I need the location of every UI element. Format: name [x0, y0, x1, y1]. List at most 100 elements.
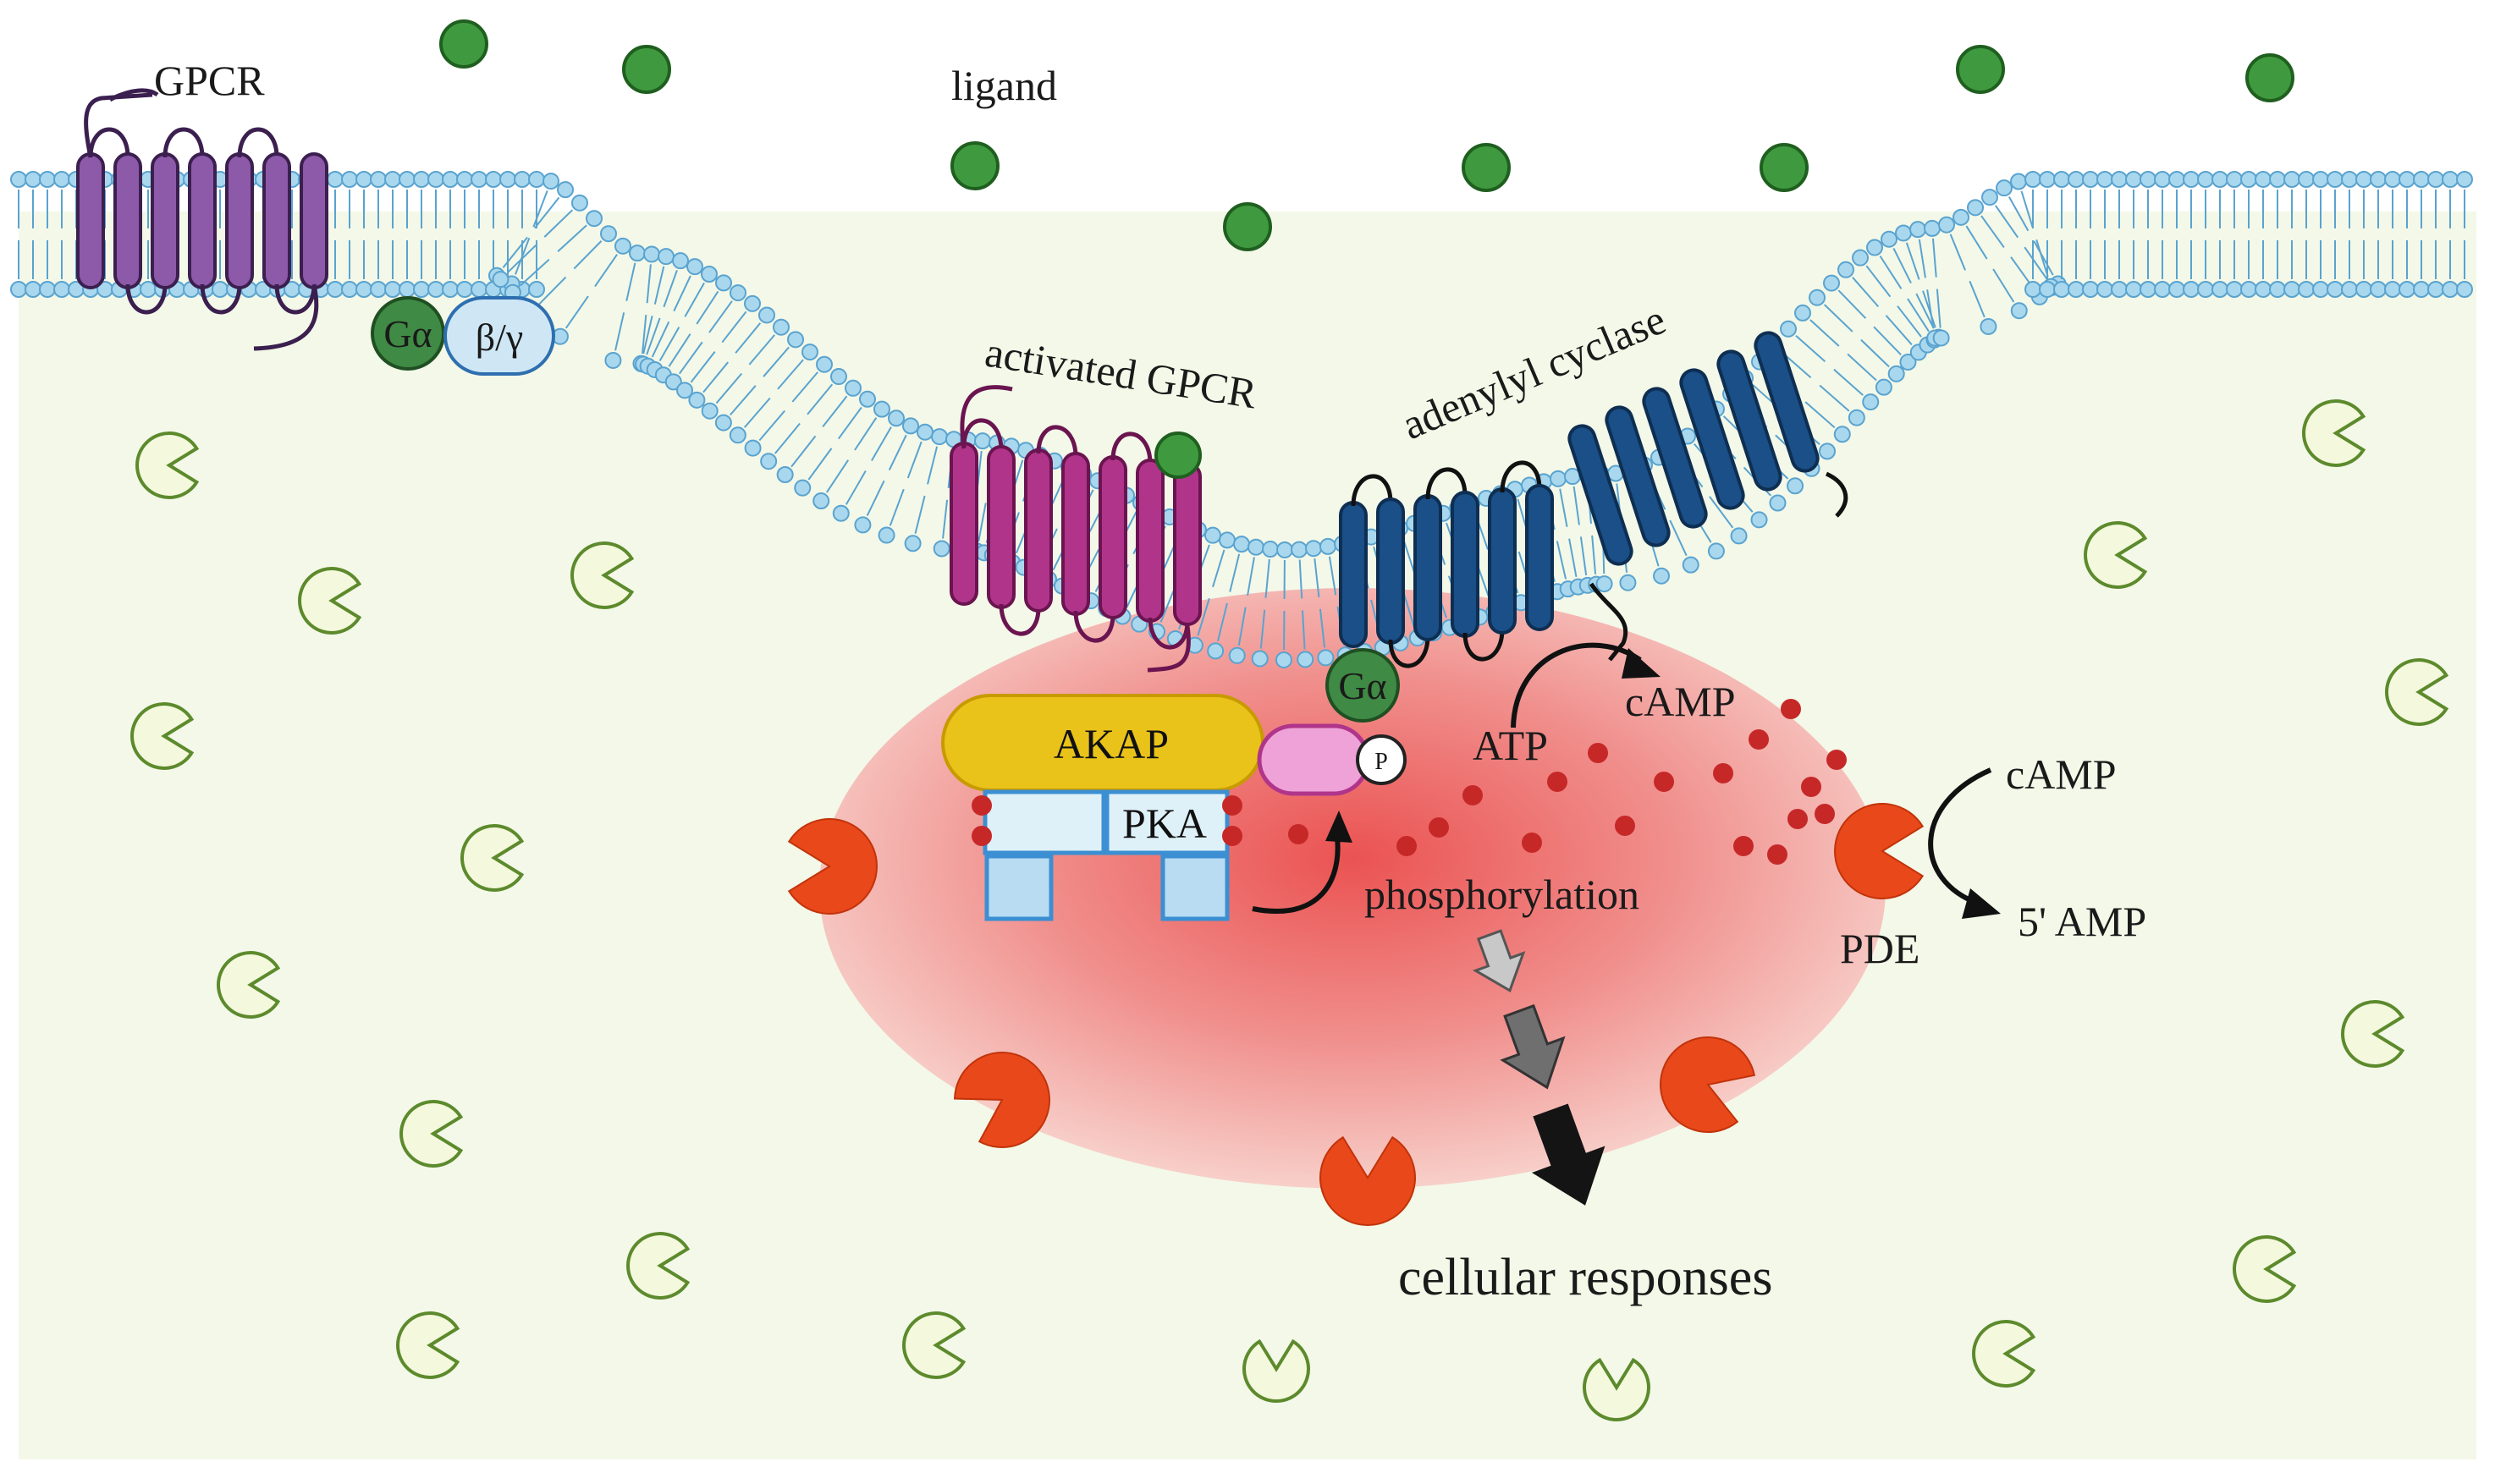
lipid-tail: [1809, 319, 1840, 347]
c-terminus: [1825, 471, 1848, 518]
lipid-head: [830, 368, 847, 386]
lipid-tail: [653, 266, 665, 305]
lipid-head: [2399, 171, 2415, 188]
lipid-tail: [871, 426, 892, 461]
lipid-tail: [854, 417, 878, 451]
lipid-head: [2053, 171, 2070, 188]
transmembrane-helix: [262, 152, 291, 289]
lipid-head: [1233, 536, 1250, 553]
cascade-arrow-1: [1472, 929, 1526, 992]
lipid-head: [1707, 542, 1725, 560]
ligand-molecule: [622, 45, 671, 94]
lipid-head: [629, 245, 646, 262]
pka-cat-right: [1160, 854, 1230, 921]
lipid-head: [2111, 281, 2128, 298]
lipid-head: [664, 373, 682, 391]
lipid-head: [2111, 171, 2128, 188]
substrate-shape: [1257, 723, 1370, 796]
lipid-tail: [807, 383, 834, 415]
lipid-head: [370, 171, 387, 188]
lipid-tail: [1965, 225, 1988, 260]
lipid-head: [1809, 289, 1826, 306]
lipid-head: [1996, 179, 2013, 197]
phosphorylation-arrowhead: [1325, 811, 1352, 843]
lipid-tail: [673, 275, 691, 312]
pacman-molecule: [626, 1232, 691, 1300]
gpcr-activated: [950, 385, 1202, 673]
pde-enzyme: [787, 818, 878, 915]
lipid-tail: [1402, 537, 1416, 575]
lipid-head: [2327, 281, 2344, 298]
lipid-tail: [1892, 247, 1912, 284]
transmembrane-helix: [1099, 455, 1127, 619]
lipid-head: [1823, 274, 1840, 292]
lipid-tail: [2020, 190, 2035, 229]
lipid-head: [2255, 171, 2272, 188]
lipid-head: [2183, 281, 2200, 298]
pacman-molecule: [570, 541, 635, 609]
lipid-head: [1875, 378, 1892, 396]
lipid-head: [2082, 171, 2099, 188]
lipid-head: [413, 171, 430, 188]
lipid-head: [2413, 171, 2430, 188]
lipid-head: [1207, 642, 1225, 660]
lipid-head: [1938, 216, 1955, 234]
extracellular-loop: [1351, 474, 1393, 507]
lipid-head: [902, 417, 919, 435]
lipid-head: [904, 535, 922, 552]
lipid-tail: [1833, 368, 1864, 396]
lipid-tail: [646, 264, 652, 304]
lipid-head: [492, 271, 509, 289]
ligand-molecule: [1462, 143, 1511, 192]
lipid-head: [2024, 281, 2041, 298]
lipid-head: [2384, 171, 2401, 188]
lipid-head: [2010, 173, 2027, 190]
lipid-head: [604, 351, 622, 369]
ligand-molecule: [2245, 53, 2294, 102]
lipid-head: [341, 171, 358, 188]
pka-camp-dot: [1222, 795, 1242, 816]
lipid-head: [873, 400, 890, 418]
intracellular-loop: [200, 283, 242, 315]
lipid-head: [2197, 281, 2214, 298]
lipid-head: [2442, 171, 2459, 188]
gpcr-label-leader: [108, 88, 159, 102]
transmembrane-helix: [1679, 368, 1745, 510]
lipid-head: [845, 379, 862, 397]
lipid-head: [878, 526, 895, 544]
lipid-head: [701, 266, 718, 283]
lipid-head: [39, 281, 56, 298]
lipid-head: [1550, 470, 1567, 487]
lipid-tail: [684, 282, 705, 317]
c-terminus: [1147, 625, 1191, 673]
lipid-head: [801, 344, 818, 361]
lipid-tail: [791, 371, 818, 403]
gpcr-inactive: [76, 92, 328, 351]
lipid-head: [2269, 281, 2286, 298]
lipid-head: [1219, 531, 1236, 549]
lipid-head: [794, 479, 812, 497]
pka-reg-right: [1104, 789, 1230, 855]
lipid-head: [600, 225, 617, 243]
pde-enzymes: [787, 803, 1925, 1226]
lipid-head: [1248, 538, 1264, 556]
lipid-head: [643, 245, 660, 263]
lipid-head: [1981, 189, 1998, 206]
camp-molecule: [1815, 804, 1835, 824]
lipid-head: [1262, 541, 1279, 558]
camp-molecule: [1429, 817, 1449, 838]
lipid-head: [1780, 320, 1797, 338]
ligand-molecule: [1760, 143, 1809, 192]
camp-molecule: [1288, 824, 1308, 844]
lipid-head: [2298, 281, 2315, 298]
lipid-tail: [1926, 289, 1935, 328]
akap-pka-complex: AKAP PKA: [941, 694, 1264, 921]
lipid-head: [53, 171, 70, 188]
lipid-head: [1291, 541, 1308, 558]
transmembrane-helix: [1605, 405, 1671, 547]
arrows: [1252, 642, 2001, 1206]
camp-molecule: [1733, 836, 1754, 856]
lipid-head: [355, 281, 372, 298]
lipid-head: [1909, 221, 1926, 239]
lipid-tail: [1905, 242, 1920, 280]
